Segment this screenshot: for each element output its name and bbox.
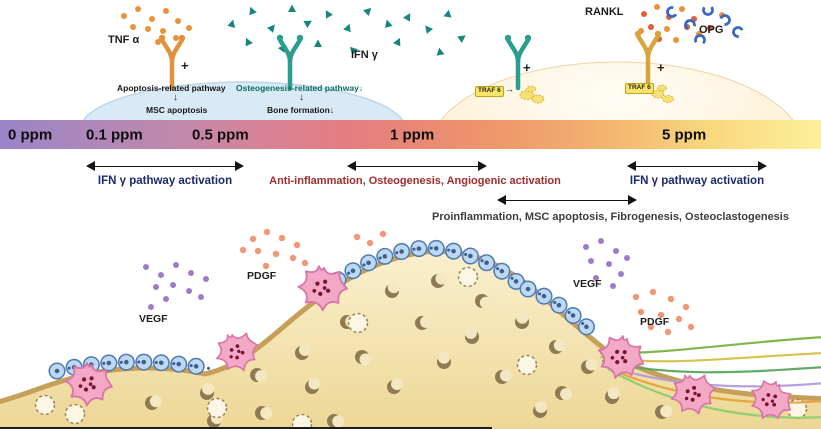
plus-sign-teal-receptor: +	[523, 60, 531, 75]
osteogenesis-pathway-label: Osteogenesis-related pathway↓	[236, 83, 364, 93]
traf-complex-right	[651, 84, 674, 103]
cell-membrane-left	[82, 81, 404, 120]
range-arrow-left	[86, 161, 244, 171]
bone-illustration	[0, 228, 821, 429]
rankl-label: RANKL	[585, 6, 624, 18]
concentration-scale-bar: 0 ppm 0.1 ppm 0.5 ppm 1 ppm 5 ppm	[0, 120, 821, 149]
annotation-anti-inflammation: Anti-inflammation, Osteogenesis, Angioge…	[269, 175, 561, 187]
vegf-dots-left	[143, 262, 209, 310]
down-arrow-icon: ↓	[173, 92, 178, 103]
scale-label-05ppm: 0.5 ppm	[192, 126, 249, 143]
down-arrow-icon: ↓	[299, 92, 304, 103]
plus-sign-tnf: +	[181, 58, 189, 73]
cell-membrane-right	[440, 61, 794, 120]
ifn-ligand-triangles	[227, 4, 468, 56]
annotation-ifn-left: IFN γ pathway activation	[97, 175, 233, 187]
range-arrow-right	[627, 161, 767, 171]
scale-label-1ppm: 1 ppm	[390, 126, 435, 143]
opg-label: OPG	[699, 24, 724, 36]
pdgf-dots-right	[632, 288, 695, 336]
plus-sign-orange-receptor: +	[657, 60, 665, 75]
bottom-edge-line	[0, 427, 492, 429]
scale-label-0ppm: 0 ppm	[8, 126, 53, 143]
annotation-proinflammation: Proinflammation, MSC apoptosis, Fibrogen…	[432, 211, 789, 223]
scale-label-01ppm: 0.1 ppm	[86, 126, 143, 143]
tnf-label: TNF α	[108, 34, 140, 46]
annotation-ifn-right: IFN γ pathway activation	[629, 175, 765, 187]
traf-complex-left	[519, 85, 545, 104]
range-arrow-middle	[347, 161, 487, 171]
scale-label-5ppm: 5 ppm	[662, 126, 707, 143]
bone-formation-label: Bone formation↓	[267, 105, 335, 115]
vegf-label-right: VEGF	[573, 278, 602, 290]
range-arrow-bottom	[497, 195, 637, 205]
msc-apoptosis-label: MSC apoptosis	[146, 105, 208, 115]
traf6-box-left: TRAF 6	[475, 86, 504, 97]
apoptosis-pathway-label: Apoptosis-related pathway	[117, 83, 226, 93]
traf6-box-right: TRAF 6	[625, 83, 654, 94]
ifn-label: IFN γ	[351, 49, 378, 61]
pdgf-label-right: PDGF	[640, 316, 670, 328]
vegf-label-left: VEGF	[139, 313, 168, 325]
right-arrow-icon: →	[505, 84, 514, 94]
pdgf-dots-left	[239, 228, 387, 270]
ifn-receptor-icon	[277, 35, 303, 88]
top-illustration	[82, 2, 794, 120]
tnf-ligand-dots	[121, 6, 192, 45]
vegf-dots-right	[583, 238, 630, 289]
pdgf-label-left: PDGF	[247, 270, 277, 282]
